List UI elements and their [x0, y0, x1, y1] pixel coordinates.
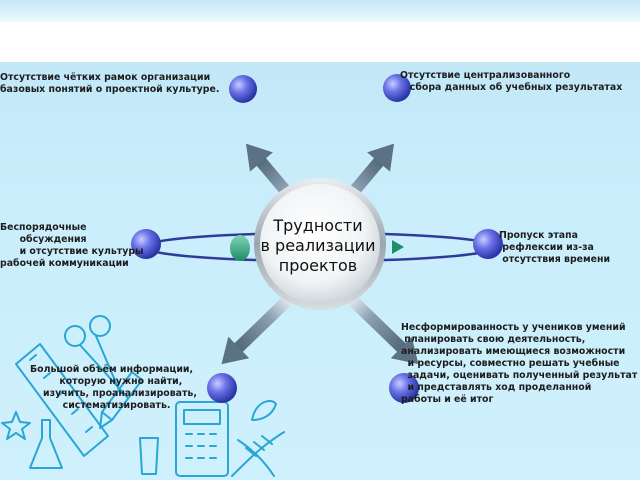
node-mid-right [473, 229, 503, 259]
label-bottom-right: Несформированность у учеников умений пла… [401, 322, 638, 405]
node-bottom-left [207, 373, 237, 403]
arrow-bottom-right [343, 291, 419, 365]
node-bottom-right [389, 373, 419, 403]
leaf-icon [251, 400, 277, 421]
ruler-icon [15, 343, 109, 457]
cup-icon [139, 437, 159, 475]
connector-left-icon [230, 235, 250, 261]
node-mid-left [131, 229, 161, 259]
arrow-bottom-left [221, 291, 297, 365]
school-doodles [1, 315, 285, 477]
flask-icon [29, 419, 63, 469]
connector-right-icon [392, 240, 404, 254]
label-top-right: Отсутствие централизованного сбора данны… [400, 70, 623, 93]
node-top-right [383, 74, 411, 102]
star-icon [1, 411, 31, 440]
center-sphere [260, 184, 380, 304]
label-bottom-left: Большой объём информации, которую нужно … [30, 364, 197, 411]
pencil-icon [99, 371, 143, 429]
node-top-left [229, 75, 257, 103]
header-strip [0, 0, 640, 22]
scissors-icon [64, 315, 129, 399]
dna-icon [231, 431, 285, 477]
label-mid-right: Пропуск этапа рефлексии из-за отсутствия… [499, 230, 611, 265]
label-mid-left: Беспорядочные обсуждения и отсутствие ку… [0, 222, 144, 269]
calculator-icon [175, 401, 229, 477]
label-top-left: Отсутствие чётких рамок организации базо… [0, 72, 220, 95]
center-title: Трудности в реализации проектов [260, 216, 376, 275]
